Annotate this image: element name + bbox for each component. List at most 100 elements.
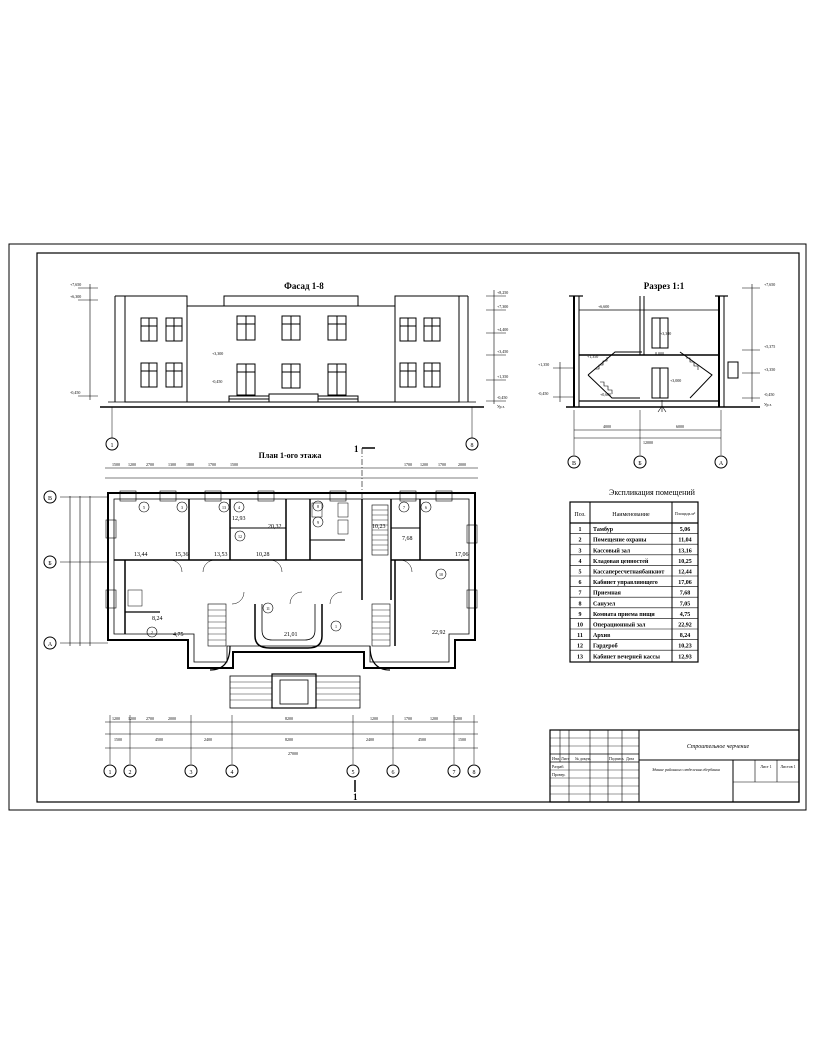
svg-text:0,000: 0,000 [655, 351, 664, 357]
explication-cell-name: Санузел [593, 601, 616, 607]
explication-cell-name: Кабинет управляющего [593, 579, 658, 586]
explication-cell-pos: 2 [579, 538, 582, 544]
explication-cell-pos: 8 [579, 601, 582, 607]
facade-level-marks-left: +7,650 +6,300 -0,450 [70, 282, 98, 400]
svg-text:21,01: 21,01 [284, 632, 298, 638]
explication-cell-area: 7,68 [680, 591, 691, 597]
svg-text:Разраб.: Разраб. [552, 764, 564, 769]
explication-cell-pos: 7 [579, 591, 582, 597]
svg-text:2000: 2000 [168, 716, 176, 721]
svg-text:6: 6 [425, 505, 427, 510]
svg-text:1200: 1200 [128, 716, 136, 721]
svg-text:+4,400: +4,400 [497, 327, 508, 333]
explication-cell-pos: 11 [577, 633, 583, 639]
section-drawing: Разрез 1:1 +1,350 -0,450 [538, 281, 775, 469]
explication-cell-name: Кассапересчетнаябанкнот [593, 569, 664, 576]
explication-cell-name: Приемная [593, 591, 622, 597]
svg-text:8: 8 [473, 770, 476, 776]
svg-text:+1,350: +1,350 [497, 374, 508, 380]
svg-text:+0,600: +0,600 [600, 392, 611, 398]
svg-text:Б: Б [48, 561, 52, 567]
svg-text:Наименование: Наименование [612, 512, 650, 518]
svg-text:20,32: 20,32 [268, 524, 282, 530]
svg-text:9: 9 [317, 520, 319, 525]
svg-text:1: 1 [109, 770, 112, 776]
plan-stairs [207, 504, 391, 709]
svg-text:13,53: 13,53 [214, 552, 228, 558]
explication-cell-pos: 6 [579, 580, 582, 586]
svg-text:+3,000: +3,000 [670, 378, 681, 384]
svg-text:1200: 1200 [128, 462, 136, 467]
svg-text:Площадь м²: Площадь м² [675, 511, 696, 516]
top-dimensions: 1500 1200 2700 1300 1800 1700 1500 1700 … [112, 462, 466, 467]
svg-text:5: 5 [143, 505, 145, 510]
svg-text:13: 13 [222, 505, 226, 510]
svg-text:7: 7 [453, 770, 456, 776]
svg-text:10,23: 10,23 [372, 524, 386, 530]
project-title: Строительное черчение [687, 744, 750, 750]
svg-text:1700: 1700 [208, 462, 216, 467]
explication-cell-pos: 1 [579, 527, 582, 533]
svg-text:+7,300: +7,300 [497, 304, 508, 310]
svg-text:1200: 1200 [430, 716, 438, 721]
svg-text:8,24: 8,24 [152, 616, 163, 622]
svg-text:2700: 2700 [146, 716, 154, 721]
explication-cell-area: 4,75 [680, 612, 691, 618]
svg-text:6: 6 [392, 770, 395, 776]
explication-cell-area: 10,25 [678, 559, 692, 565]
building-title: Здание районного отделения сбербанка [652, 767, 720, 772]
svg-text:В: В [572, 461, 576, 467]
explication-cell-name: Архив [593, 633, 611, 639]
svg-text:Б: Б [638, 461, 642, 467]
svg-text:8200: 8200 [285, 737, 293, 742]
svg-text:А: А [719, 461, 724, 467]
bottom-dimensions-1: 1200 1200 2700 2000 8200 1200 1700 1200 … [112, 716, 462, 721]
svg-text:1500: 1500 [112, 462, 120, 467]
explication-cell-name: Помещение охраны [593, 538, 647, 544]
svg-text:2400: 2400 [204, 737, 212, 742]
explication-cell-area: 8,24 [680, 633, 691, 639]
inner-frame [36, 252, 800, 803]
svg-text:+3,300: +3,300 [660, 331, 671, 337]
svg-text:1: 1 [111, 443, 114, 449]
explication-cell-area: 7,05 [680, 601, 691, 607]
svg-text:В: В [48, 496, 52, 502]
explication-cell-name: Кассовый зал [593, 547, 631, 554]
svg-text:1200: 1200 [420, 462, 428, 467]
explication-cell-area: 10,23 [678, 644, 692, 650]
svg-text:4,75: 4,75 [173, 632, 184, 638]
svg-text:3: 3 [181, 505, 183, 510]
svg-text:А: А [48, 642, 53, 648]
svg-text:13,44: 13,44 [134, 552, 148, 558]
svg-text:№ докум.: № докум. [575, 756, 591, 761]
svg-text:+3,350: +3,350 [764, 367, 775, 373]
room-number-markers: 1 2 3 4 5 6 7 8 9 10 11 12 13 [138, 500, 447, 638]
svg-text:1: 1 [353, 792, 358, 802]
svg-text:3: 3 [190, 770, 193, 776]
svg-text:Дата: Дата [626, 756, 634, 761]
svg-text:1500: 1500 [458, 737, 466, 742]
svg-text:4500: 4500 [155, 737, 163, 742]
explication-cell-pos: 13 [577, 654, 583, 660]
svg-text:4: 4 [231, 770, 234, 776]
explication-cell-name: Гардероб [593, 643, 618, 650]
svg-text:+8,250: +8,250 [497, 290, 508, 296]
svg-text:+6,600: +6,600 [598, 304, 609, 310]
svg-text:1700: 1700 [404, 716, 412, 721]
svg-text:+6,300: +6,300 [70, 294, 81, 300]
explication-cell-pos: 5 [579, 570, 582, 576]
svg-text:6000: 6000 [676, 424, 684, 429]
svg-text:2: 2 [151, 630, 153, 635]
svg-text:2: 2 [129, 770, 132, 776]
explication-cell-area: 22,92 [678, 623, 692, 629]
svg-text:12000: 12000 [643, 440, 653, 445]
svg-text:Поз.: Поз. [574, 512, 586, 518]
explication-cell-name: Тамбур [593, 526, 614, 533]
svg-text:1200: 1200 [370, 716, 378, 721]
svg-text:15,36: 15,36 [175, 552, 189, 558]
svg-text:1700: 1700 [404, 462, 412, 467]
plan-window-openings [105, 490, 478, 609]
svg-text:1200: 1200 [112, 716, 120, 721]
